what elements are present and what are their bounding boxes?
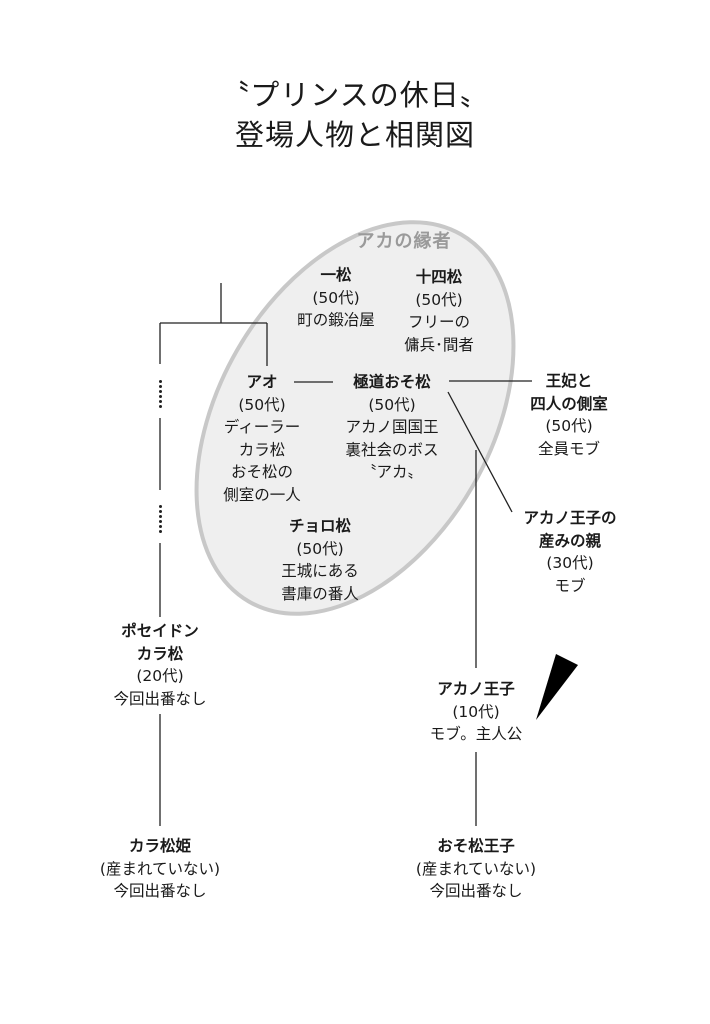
node-jushimatsu: 十四松 (50代) フリーの 傭兵･間者 bbox=[404, 268, 474, 354]
protagonist-pointer-icon bbox=[536, 654, 578, 720]
diagram-title-line2: 登場人物と相関図 bbox=[234, 118, 475, 152]
ellipsis-dots-lower bbox=[159, 505, 162, 535]
osomatsu-mother-link bbox=[447, 391, 513, 513]
node-name: アオ bbox=[246, 373, 278, 391]
node-name: チョロ松 bbox=[288, 517, 352, 535]
node-karamatsu-hime: カラ松姫 (産まれていない) 今回出番なし bbox=[99, 837, 221, 900]
node-name: カラ松姫 bbox=[128, 837, 192, 855]
node-name: 一松 bbox=[320, 266, 352, 284]
diagram-title-line1: 〝プリンスの休日〟 bbox=[220, 78, 490, 112]
node-choromatsu: チョロ松 (50代) 王城にある 書庫の番人 bbox=[281, 517, 359, 603]
node-name: 十四松 bbox=[415, 268, 463, 286]
node-ao: アオ (50代) ディーラー カラ松 おそ松の 側室の一人 bbox=[223, 373, 301, 504]
ellipsis-dots-upper bbox=[159, 380, 162, 410]
node-prince-mother: アカノ王子の 産みの親 (30代) モブ bbox=[523, 509, 617, 595]
aka-relatives-ellipse bbox=[194, 220, 516, 616]
node-gokudo-osomatsu: 極道おそ松 (50代) アカノ国国王 裏社会のボス 〝アカ〟 bbox=[345, 373, 439, 481]
node-name: アカノ王子 bbox=[437, 680, 515, 698]
node-osomatsu-prince: おそ松王子 (産まれていない) 今回出番なし bbox=[415, 837, 537, 900]
node-name: おそ松王子 bbox=[437, 837, 515, 855]
node-ichimatsu: 一松 (50代) 町の鍛冶屋 bbox=[297, 266, 375, 329]
group-label: アカの縁者 bbox=[356, 231, 452, 252]
node-queen-consorts: 王妃と 四人の側室 (50代) 全員モブ bbox=[530, 372, 608, 458]
node-poseidon-karamatsu: ポセイドン カラ松 (20代) 今回出番なし bbox=[113, 622, 207, 708]
node-akano-prince: アカノ王子 (10代) モブ。主人公 bbox=[429, 680, 523, 743]
node-name: 極道おそ松 bbox=[353, 373, 431, 391]
